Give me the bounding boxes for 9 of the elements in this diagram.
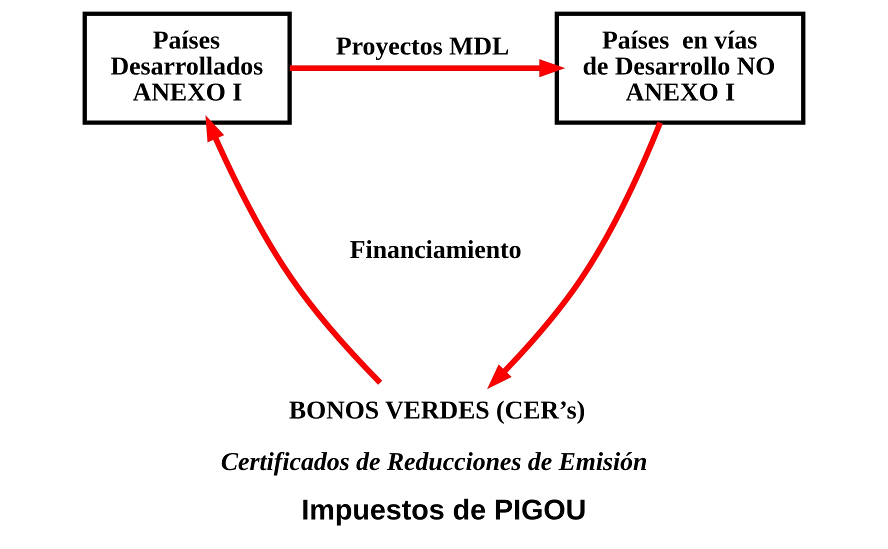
arrow <box>487 122 663 390</box>
arrow <box>205 115 382 385</box>
arrow <box>290 59 566 78</box>
node-text: BONOS VERDES (CER’s) Certificados de Reducciones de Emisión <box>220 395 648 476</box>
label: Financiamiento <box>350 234 522 264</box>
node-box: Países Desarrollados ANEXO I <box>82 12 292 125</box>
caption: Impuestos de PIGOU <box>301 494 586 527</box>
node-box: Países en vías de Desarrollo NO ANEXO I <box>554 12 806 125</box>
edge-label: Proyectos MDL <box>336 31 510 60</box>
